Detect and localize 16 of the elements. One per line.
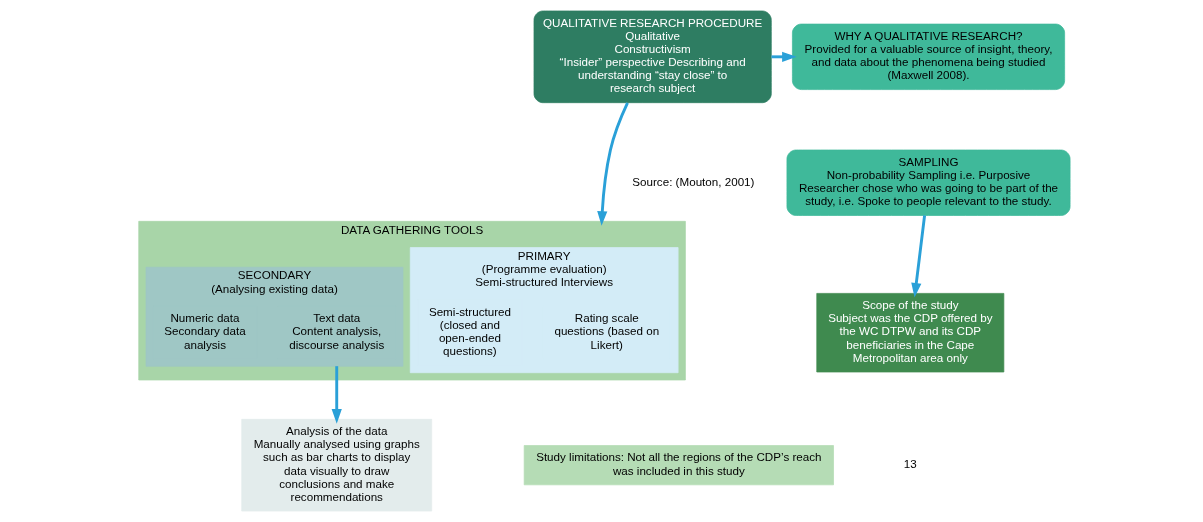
node-box: SAMPLING Non-probability Sampling i.e. Purposive Researcher chose who was going to be part of the study, i.e. Spoke to people relevant to the study.	[786, 149, 1071, 216]
label: Source: (Mouton, 2001)	[632, 174, 755, 188]
node-box: Scope of the study Subject was the CDP offered by the WC DTPW and its CDP beneficiaries in the Cape Metropolitan area only	[816, 293, 1005, 373]
node-text: Rating scale questions (based on Likert)	[554, 311, 660, 351]
label: 13	[903, 456, 917, 470]
node-box: QUALITATIVE RESEARCH PROCEDURE Qualitative Constructivism “Insider” perspective Describing and understanding “stay close” to research subject	[533, 10, 772, 104]
node-text: Text data Content analysis, discourse analysis	[289, 311, 385, 351]
arrow	[597, 102, 629, 226]
node-box: Study limitations: Not all the regions of the CDP’s reach was included in this study	[523, 445, 834, 486]
node-text: Semi-structured (closed and open-ended questions)	[428, 304, 511, 358]
node-box: WHY A QUALITATIVE RESEARCH? Provided for a valuable source of insight, theory, and data about the phenomena being studied (Maxwell 2008).	[792, 23, 1065, 90]
arrow	[771, 51, 797, 62]
node-text: Numeric data Secondary data analysis	[164, 311, 246, 351]
node-box: Analysis of the data Manually analysed using graphs such as bar charts to display data visually to draw conclusions and make recommendations	[241, 418, 433, 512]
arrow	[331, 366, 342, 424]
arrow	[911, 215, 927, 298]
